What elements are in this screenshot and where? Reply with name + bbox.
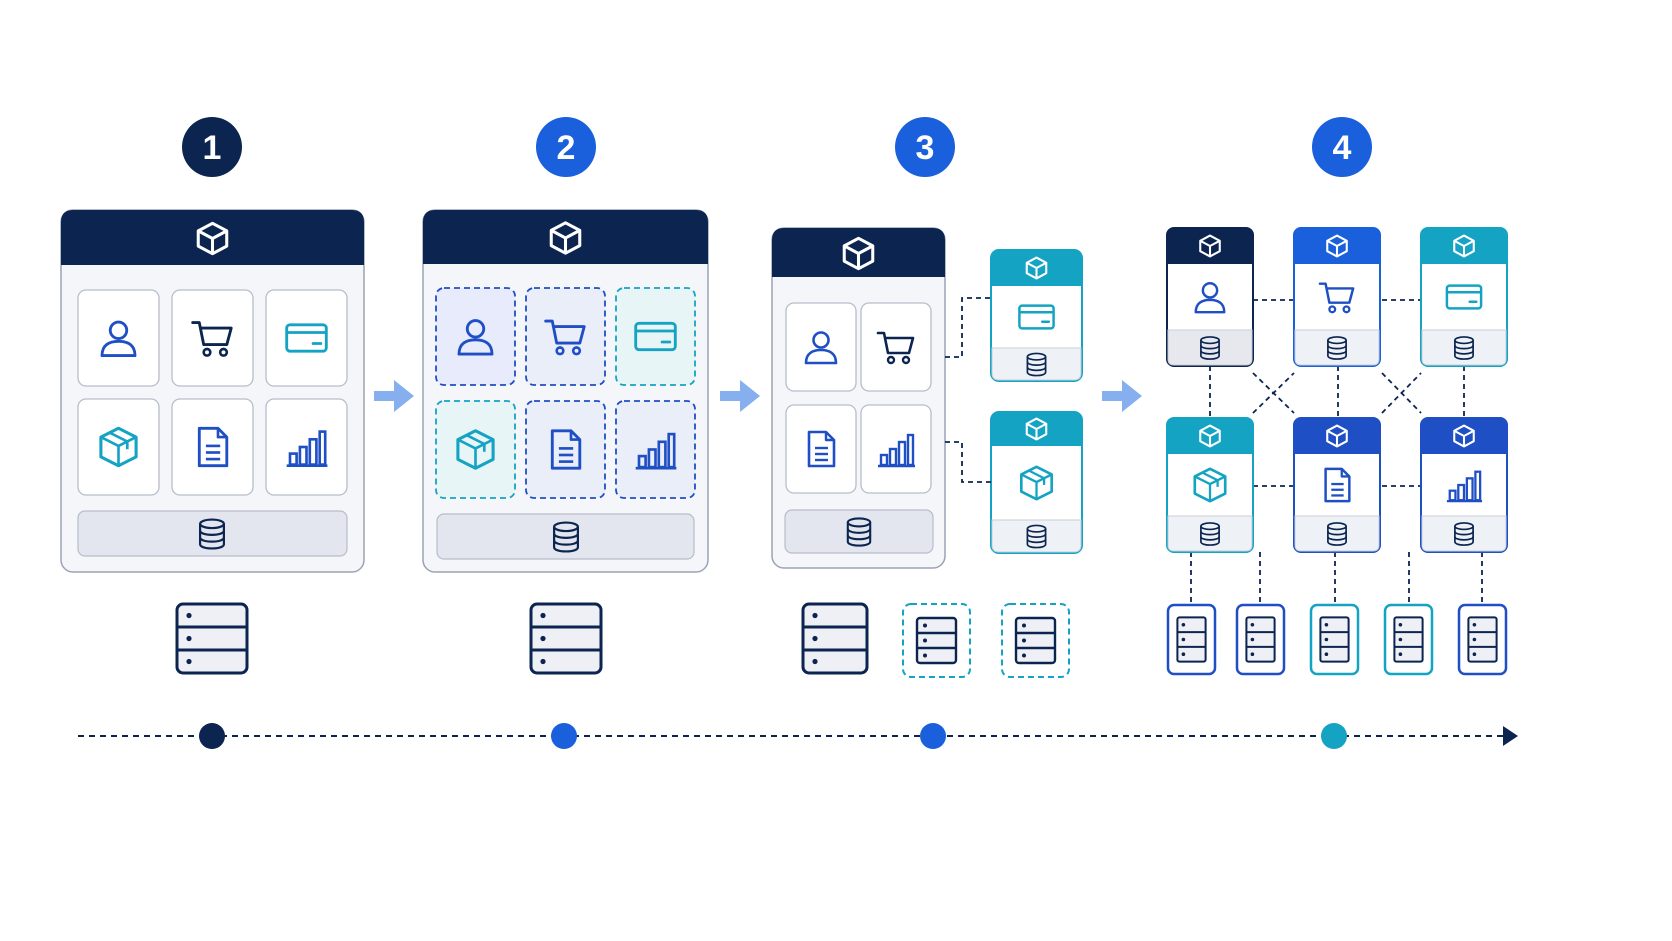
stage-2-modular-monolith [422, 209, 709, 675]
server-icon [1457, 603, 1508, 676]
server-icon [1001, 603, 1070, 678]
connector-line [1252, 372, 1295, 414]
service-card [990, 411, 1083, 554]
database-bar [77, 510, 348, 557]
module-card [435, 400, 516, 499]
timeline [78, 723, 1518, 749]
stage-number: 3 [916, 129, 935, 167]
server-icon [175, 602, 249, 675]
stage-number: 4 [1333, 129, 1352, 167]
stage-badge-1: 1 [182, 117, 242, 177]
timeline-dot [920, 723, 946, 749]
timeline-dot [199, 723, 225, 749]
server-icon [529, 602, 603, 675]
stage-badge-4: 4 [1312, 117, 1372, 177]
timeline-dot [1321, 723, 1347, 749]
module-card [860, 302, 932, 392]
module-card [615, 287, 696, 386]
flow-arrow-icon [374, 380, 414, 412]
service-card [1293, 417, 1381, 553]
server-icon [1309, 603, 1360, 676]
module-card [785, 302, 857, 392]
timeline-arrowhead-icon [1503, 726, 1518, 746]
module-card [615, 400, 696, 499]
module-card [171, 398, 254, 496]
server-icon [902, 603, 971, 678]
module-card [77, 398, 160, 496]
service-card [1166, 227, 1254, 367]
stage-3-extracted-services [771, 227, 1083, 678]
stage-number: 2 [557, 129, 576, 167]
connector-line [945, 297, 991, 358]
stage-badge-3: 3 [895, 117, 955, 177]
database-bar [784, 509, 934, 554]
module-card [171, 289, 254, 387]
service-card [1420, 227, 1508, 367]
service-card [1420, 417, 1508, 553]
service-card [1166, 417, 1254, 553]
timeline-dot [551, 723, 577, 749]
database-bar [436, 513, 695, 560]
stage-arrows [374, 380, 1142, 412]
service-card [1293, 227, 1381, 367]
connector-line [945, 441, 991, 483]
module-card [525, 400, 606, 499]
flow-arrow-icon [1102, 380, 1142, 412]
module-card [77, 289, 160, 387]
server-icon [1166, 603, 1217, 676]
module-card [265, 398, 348, 496]
server-icon [1383, 603, 1434, 676]
module-card [785, 404, 857, 494]
stage-4-microservices [1166, 227, 1508, 676]
module-card [435, 287, 516, 386]
module-card [525, 287, 606, 386]
server-icon [1235, 603, 1286, 676]
module-card [860, 404, 932, 494]
server-icon [801, 602, 869, 675]
connector-line [1381, 372, 1422, 414]
module-card [265, 289, 348, 387]
flow-arrow-icon [720, 380, 760, 412]
stage-badge-2: 2 [536, 117, 596, 177]
stage-1-monolith [60, 209, 365, 675]
stage-number: 1 [203, 129, 222, 167]
stage-badges: 1 2 3 4 [182, 117, 1372, 177]
service-card [990, 249, 1083, 382]
